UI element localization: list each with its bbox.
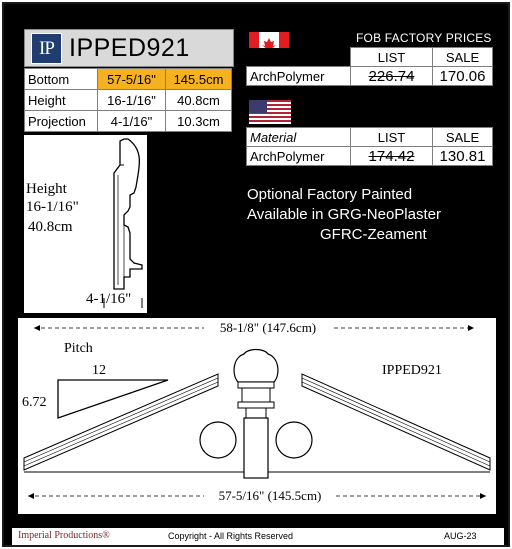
footer: Imperial Productions® Copyright - All Ri… (12, 528, 504, 545)
sale-price: 170.06 (432, 66, 493, 86)
dimension-row: Height 16-1/16" 40.8cm (24, 89, 232, 111)
dimension-inches: 16-1/16" (97, 89, 166, 111)
list-header: LIST (350, 127, 433, 147)
price-title: FOB FACTORY PRICES (356, 31, 492, 45)
info-gfrc: GFRC-Zeament (320, 226, 427, 243)
blank-cell (246, 47, 351, 67)
pitch-run: 12 (92, 363, 106, 378)
material-header: Material (246, 127, 351, 147)
usa-flag-icon (249, 100, 291, 124)
dimension-inches: 57-5/16" (97, 68, 166, 90)
profile-height-cm: 40.8cm (28, 219, 73, 235)
company-logo: IP (31, 33, 62, 64)
sale-header: SALE (432, 47, 493, 67)
dimension-cm: 40.8cm (165, 89, 232, 111)
usa-price-table: Material LIST SALE ArchPolymer 174.42 13… (246, 127, 493, 166)
pediment-elevation: 58-1/8" (147.6cm) Pitch 12 6.72 (22, 320, 491, 503)
list-price: 174.42 (350, 146, 433, 166)
dimension-label: Projection (24, 110, 98, 132)
footer-brand: Imperial Productions® (18, 530, 110, 541)
profile-height-label: Height (26, 181, 67, 197)
dimensions-table: Bottom 57-5/16" 145.5cm Height 16-1/16" … (24, 68, 232, 132)
canada-price-table: LIST SALE ArchPolymer 226.74 170.06 (246, 47, 493, 86)
list-header: LIST (350, 47, 433, 67)
profile-projection: 4-1/16" (86, 291, 132, 307)
top-width-label: 58-1/8" (147.6cm) (220, 320, 316, 335)
elevation-code: IPPED921 (382, 363, 442, 378)
dimension-row: Projection 4-1/16" 10.3cm (24, 110, 232, 132)
dimension-label: Bottom (24, 68, 98, 90)
footer-date: AUG-23 (444, 531, 477, 541)
sale-price: 130.81 (432, 146, 493, 166)
material-name: ArchPolymer (246, 66, 351, 86)
sale-header: SALE (432, 127, 493, 147)
pitch-label: Pitch (64, 341, 93, 356)
profile-drawing: Height 16-1/16" 40.8cm 4-1/16" (24, 135, 147, 313)
dimension-cm: 145.5cm (165, 68, 232, 90)
info-materials: Available in GRG-NeoPlaster (247, 206, 441, 223)
info-painted: Optional Factory Painted (247, 186, 413, 203)
material-name: ArchPolymer (246, 146, 351, 166)
dimension-cm: 10.3cm (165, 110, 232, 132)
product-badge: IP IPPED921 (24, 29, 234, 67)
pitch-rise: 6.72 (22, 395, 47, 410)
dimension-label: Height (24, 89, 98, 111)
bottom-width-label: 57-5/16" (145.5cm) (219, 488, 322, 503)
footer-copyright: Copyright - All Rights Reserved (168, 531, 294, 541)
dimension-row: Bottom 57-5/16" 145.5cm (24, 68, 232, 90)
list-price: 226.74 (350, 66, 433, 86)
dimension-inches: 4-1/16" (97, 110, 166, 132)
profile-height-inches: 16-1/16" (26, 199, 79, 215)
product-code: IPPED921 (69, 34, 190, 62)
profile-section-icon (103, 138, 143, 308)
elevation-drawing: 58-1/8" (147.6cm) Pitch 12 6.72 (18, 318, 496, 514)
